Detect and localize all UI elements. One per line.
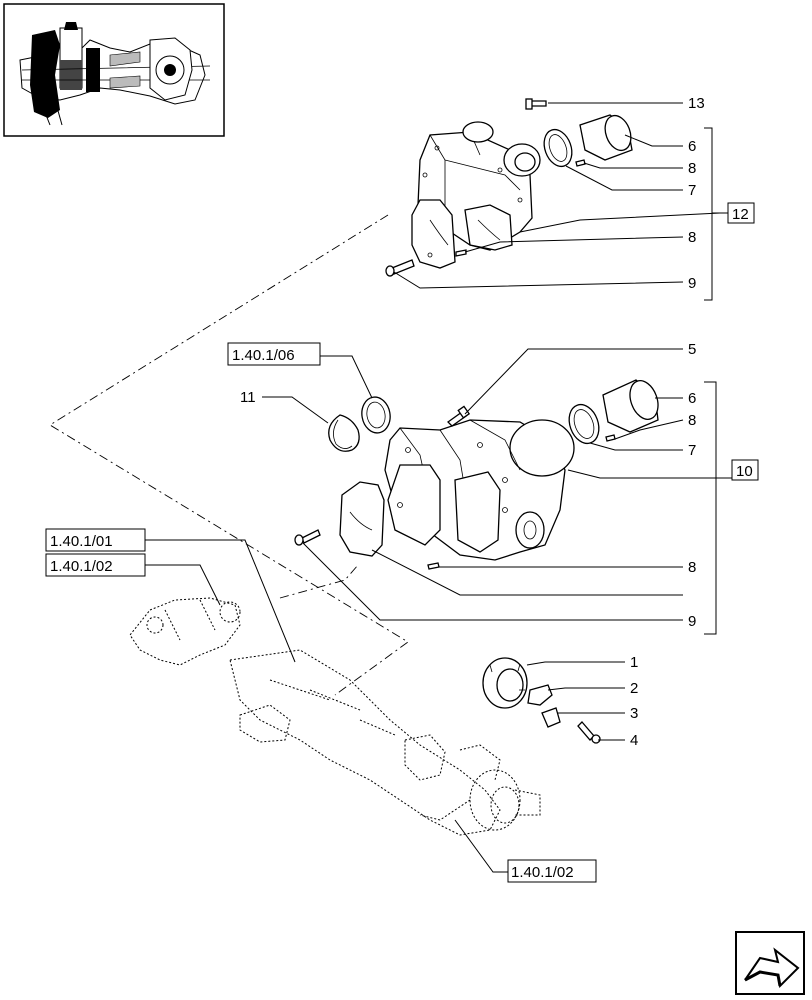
ref-1-40-1-01[interactable]: 1.40.1/01 <box>50 533 113 550</box>
ref-box-2 <box>45 528 146 552</box>
leader-lines <box>145 102 732 873</box>
callout-7: 7 <box>688 182 696 199</box>
callout-9: 9 <box>688 613 696 630</box>
callout-1: 1 <box>630 654 638 671</box>
reference-labels: 1.40.1/06 1.40.1/01 1.40.1/02 1.40.1/02 <box>45 342 597 883</box>
callout-10-box <box>731 459 759 481</box>
callout-8: 8 <box>688 559 696 576</box>
callout-10: 10 <box>736 463 753 480</box>
callout-9: 9 <box>688 275 696 292</box>
callout-3: 3 <box>630 705 638 722</box>
axle-overview-thumbnail[interactable] <box>3 3 225 137</box>
callout-7: 7 <box>688 442 696 459</box>
callout-labels: 13 6 8 7 12 8 9 5 11 6 8 7 10 8 9 1 2 3 … <box>240 95 759 749</box>
ref-1-40-1-02-bottom[interactable]: 1.40.1/02 <box>511 864 574 881</box>
callout-13: 13 <box>688 95 705 112</box>
next-page-arrow-icon[interactable] <box>735 931 805 995</box>
callout-8: 8 <box>688 160 696 177</box>
ref-box-4 <box>507 859 597 883</box>
callout-6: 6 <box>688 390 696 407</box>
callout-12: 12 <box>732 206 749 223</box>
lower-hub-carrier-assembly <box>294 379 659 570</box>
lock-nut-parts <box>482 657 601 744</box>
ref-1-40-1-06[interactable]: 1.40.1/06 <box>232 347 295 364</box>
callout-12-box <box>727 202 755 224</box>
callout-2: 2 <box>630 680 638 697</box>
callout-5: 5 <box>688 341 696 358</box>
callout-8: 8 <box>688 412 696 429</box>
ref-1-40-1-02[interactable]: 1.40.1/02 <box>50 558 113 575</box>
callout-11: 11 <box>240 389 256 406</box>
callout-6: 6 <box>688 138 696 155</box>
ref-box-1 <box>227 342 321 366</box>
axle-assembly-outline <box>129 597 541 836</box>
callout-8: 8 <box>688 229 696 246</box>
callout-4: 4 <box>630 732 638 749</box>
upper-hub-carrier-assembly <box>385 98 633 277</box>
ref-box-3 <box>45 553 146 577</box>
